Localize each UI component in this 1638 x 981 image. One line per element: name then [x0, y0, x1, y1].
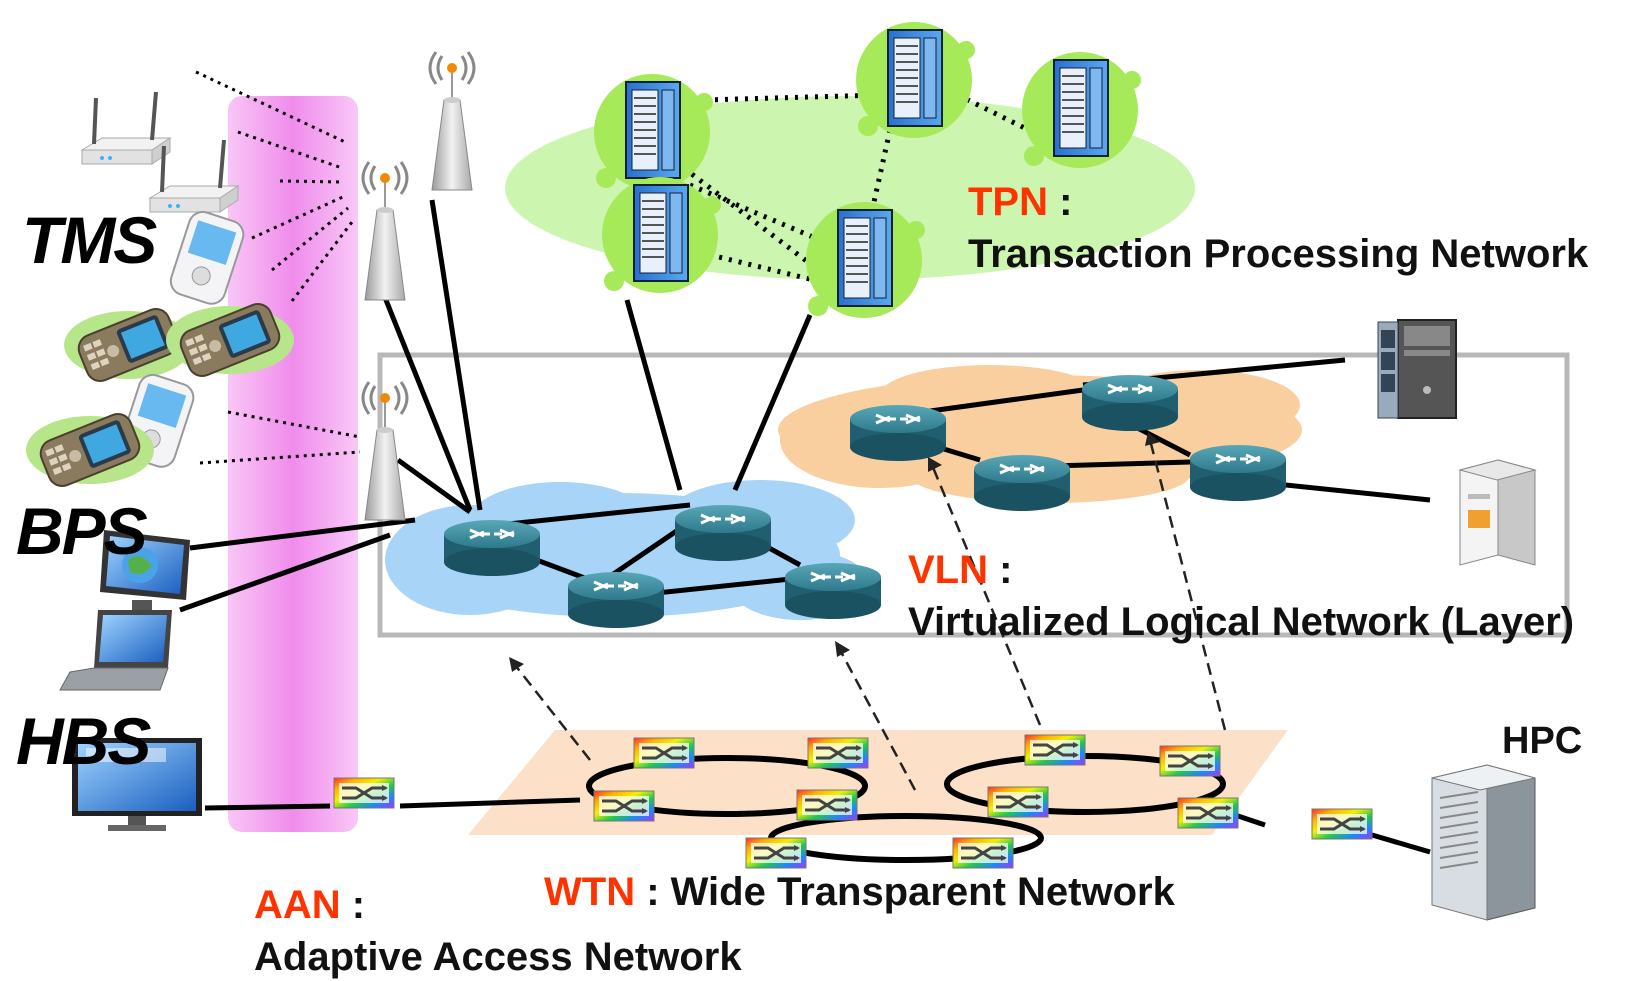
hbs-label: HBS: [16, 704, 151, 778]
tpn-sep: :: [1059, 180, 1073, 224]
router-icon: [673, 503, 773, 563]
antenna-tower-icon: [428, 50, 476, 192]
wifi-router-icon: [80, 90, 172, 166]
bps-label: BPS: [16, 494, 148, 568]
aan-abbr: AAN: [254, 883, 341, 927]
optical-switch-icon: [986, 785, 1050, 819]
antenna-tower-icon: [361, 380, 409, 522]
optical-switch-icon: [1176, 796, 1240, 830]
tms-label: TMS: [22, 203, 157, 277]
laptop-icon: [59, 610, 172, 691]
access-band: [228, 96, 358, 832]
router-icon: [1188, 443, 1288, 503]
optical-switch-icon: [1158, 744, 1222, 778]
vln-abbr: VLN: [908, 548, 988, 592]
tv-monitor-icon: [72, 738, 202, 831]
vln-heading: VLN :: [908, 548, 1012, 593]
router-icon: [1080, 373, 1180, 433]
arrow-heads: [509, 432, 1160, 672]
hpc-server-icon: [1431, 764, 1536, 921]
optical-switch-icon: [1023, 733, 1087, 767]
pc-tower-icon: [1377, 319, 1457, 419]
hpc-label: HPC: [1502, 720, 1583, 762]
wtn-sep: :: [646, 870, 660, 914]
router-icon: [848, 403, 948, 463]
wtn-abbr: WTN: [544, 870, 636, 914]
tpn-name: Transaction Processing Network: [968, 232, 1589, 276]
wtn-name: Wide Transparent Network: [670, 870, 1175, 914]
antenna-tower-icon: [361, 160, 409, 302]
optical-switch-icon: [951, 836, 1015, 870]
aan-sep: :: [351, 883, 366, 927]
desktop-monitor-icon: [100, 530, 190, 614]
optical-switch-icon: [592, 789, 656, 823]
optical-switch-icon: [632, 736, 696, 770]
aan-name: Adaptive Access Network: [254, 935, 742, 979]
optical-switch-icon: [332, 776, 396, 810]
vln-name: Virtualized Logical Network (Layer): [908, 600, 1575, 644]
optical-switch-icon: [744, 836, 808, 870]
aan-heading: AAN :: [254, 883, 365, 928]
router-icon: [566, 570, 666, 630]
router-icon: [972, 453, 1072, 513]
server-tower-icon: [1458, 459, 1537, 566]
wifi-router-icon: [148, 138, 240, 214]
tpn-abbr: TPN: [968, 180, 1048, 224]
vln-sep: :: [999, 548, 1013, 592]
wireless-links: [195, 70, 361, 465]
mapping-arrows: [514, 439, 1227, 791]
optical-switch-icon: [1310, 807, 1374, 841]
tpn-heading: TPN :: [968, 180, 1072, 225]
optical-switch-icon: [806, 736, 870, 770]
optical-switch-icon: [795, 788, 859, 822]
wtn-heading: WTN : Wide Transparent Network: [544, 870, 1175, 915]
router-icon: [442, 518, 542, 578]
router-icon: [783, 561, 883, 621]
